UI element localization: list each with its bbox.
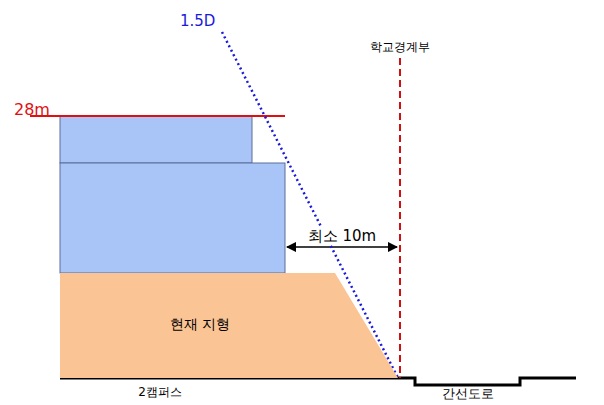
building-upper [60, 116, 252, 163]
region-label: 현재 지형 [170, 316, 230, 334]
terrain-region: 현재 지형 [60, 273, 400, 378]
dimension-arrow [287, 246, 397, 248]
dimension-label: 최소 10m [305, 227, 379, 245]
height-label: 28m [14, 100, 50, 119]
ground-line [60, 378, 576, 385]
road-label: 간선도로 [442, 386, 494, 402]
building-lower [60, 163, 285, 273]
height-limit-line [30, 115, 285, 117]
boundary-line [399, 58, 401, 378]
slope-label: 1.5D [180, 12, 215, 30]
campus-label: 2캠퍼스 [138, 385, 182, 399]
boundary-label: 학교경계부 [370, 40, 430, 54]
